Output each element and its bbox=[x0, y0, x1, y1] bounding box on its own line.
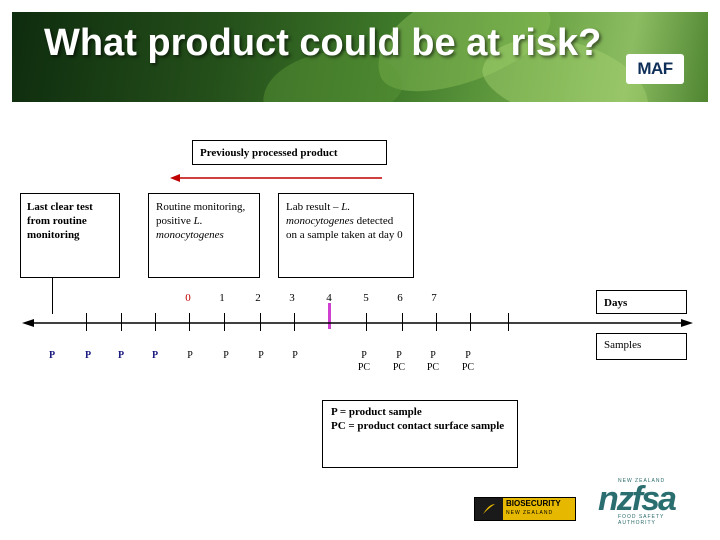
biosecurity-nz-logo: BIOSECURITY NEW ZEALAND bbox=[474, 497, 576, 521]
day-label: 0 bbox=[178, 292, 198, 304]
sample-label: P bbox=[40, 350, 64, 362]
legend-box: P = product sample PC = product contact … bbox=[322, 400, 518, 468]
lab-line-1: Lab result – L. bbox=[286, 200, 413, 214]
timeline-tick bbox=[86, 313, 87, 331]
routine-line-2: positive L. bbox=[156, 214, 259, 228]
slide-title: What product could be at risk? bbox=[44, 22, 601, 65]
legend-contact-surface-sample: PC = product contact surface sample bbox=[331, 419, 517, 433]
last-clear-test-box: Last clear test from routine monitoring bbox=[20, 193, 120, 278]
sample-label: P bbox=[283, 350, 307, 362]
lab-result-box: Lab result – L. monocytogenes detected o… bbox=[278, 193, 414, 278]
last-clear-line-1: Last clear test bbox=[27, 200, 119, 214]
last-clear-line-2: from routine bbox=[27, 214, 119, 228]
sample-label: P bbox=[249, 350, 273, 362]
routine-line-3: monocytogenes bbox=[156, 228, 259, 242]
biosecurity-subtitle: NEW ZEALAND bbox=[506, 509, 575, 517]
timeline-tick bbox=[189, 313, 190, 331]
sample-label: P bbox=[178, 350, 202, 362]
timeline-tick bbox=[366, 313, 367, 331]
day-label: 7 bbox=[424, 292, 444, 304]
last-clear-connector bbox=[52, 278, 53, 314]
maf-logo: MAF bbox=[626, 54, 684, 84]
days-label: Days bbox=[604, 297, 627, 309]
biosecurity-title: BIOSECURITY bbox=[506, 498, 575, 509]
backward-arrow-icon bbox=[160, 170, 390, 184]
timeline-tick bbox=[436, 313, 437, 331]
last-clear-line-3: monitoring bbox=[27, 228, 119, 242]
sample-label: P bbox=[214, 350, 238, 362]
day-label: 3 bbox=[282, 292, 302, 304]
sample-label: P bbox=[109, 350, 133, 362]
nzfsa-logo: NEW ZEALAND nzfsa FOOD SAFETY AUTHORITY bbox=[598, 478, 675, 526]
day-label: 5 bbox=[356, 292, 376, 304]
timeline-tick bbox=[224, 313, 225, 331]
sample-label: P bbox=[143, 350, 167, 362]
legend-product-sample: P = product sample bbox=[331, 405, 517, 419]
routine-line-1: Routine monitoring, bbox=[156, 200, 259, 214]
previously-processed-box: Previously processed product bbox=[192, 140, 387, 165]
timeline-tick bbox=[121, 313, 122, 331]
nzfsa-mark: nzfsa bbox=[598, 484, 675, 514]
nzfsa-caption-3: AUTHORITY bbox=[618, 520, 675, 526]
days-box: Days bbox=[596, 290, 687, 314]
lab-line-3: on a sample taken at day 0 bbox=[286, 228, 413, 242]
samples-label: Samples bbox=[604, 339, 641, 351]
day-label: 6 bbox=[390, 292, 410, 304]
timeline-tick bbox=[260, 313, 261, 331]
previously-processed-label: Previously processed product bbox=[200, 147, 338, 159]
fern-icon bbox=[481, 502, 497, 516]
timeline-tick bbox=[508, 313, 509, 331]
timeline-tick bbox=[294, 313, 295, 331]
timeline-tick bbox=[470, 313, 471, 331]
lab-line-2: monocytogenes detected bbox=[286, 214, 413, 228]
routine-monitoring-box: Routine monitoring, positive L. monocyto… bbox=[148, 193, 260, 278]
timeline-tick bbox=[402, 313, 403, 331]
sample-label: P bbox=[76, 350, 100, 362]
day-label: 1 bbox=[212, 292, 232, 304]
title-banner: What product could be at risk? MAF bbox=[12, 12, 708, 102]
timeline-tick bbox=[155, 313, 156, 331]
samples-box: Samples bbox=[596, 333, 687, 360]
day-label: 2 bbox=[248, 292, 268, 304]
